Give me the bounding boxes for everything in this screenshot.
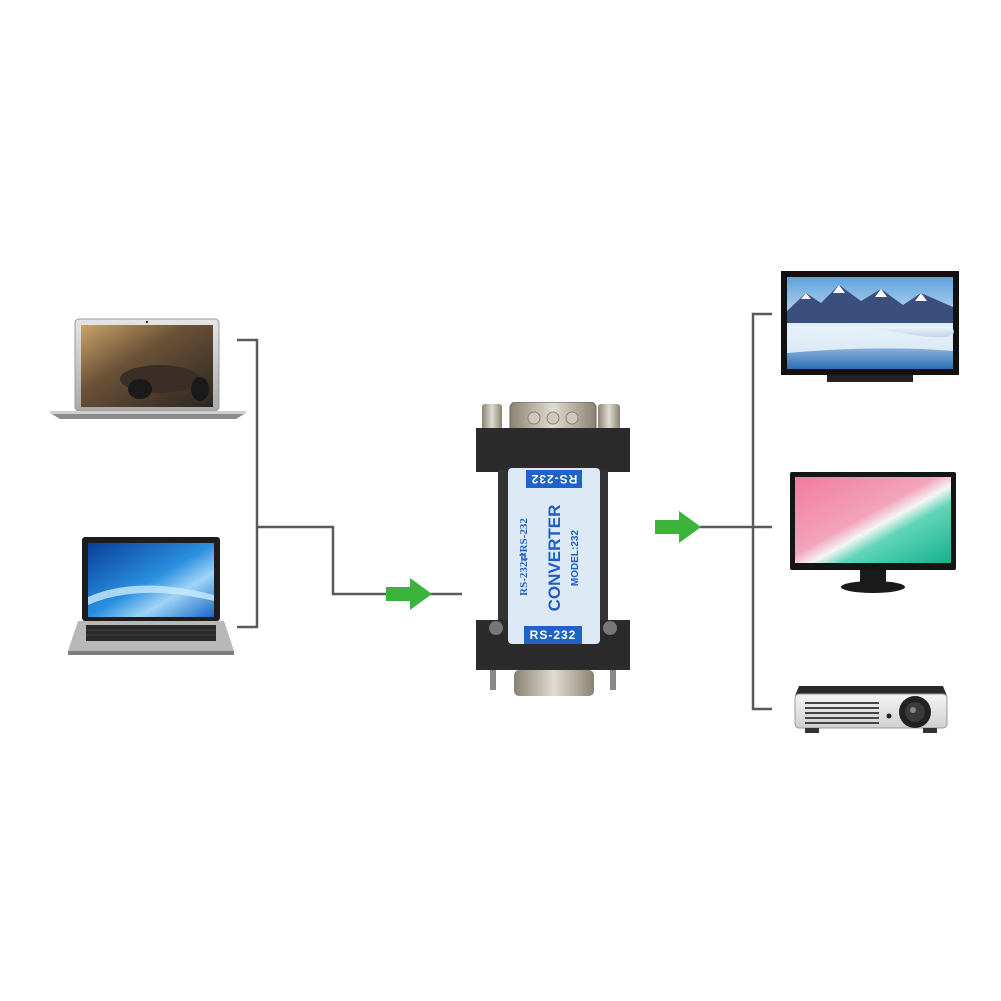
tv-illustration <box>781 271 959 385</box>
laptop-silver-illustration <box>50 317 246 421</box>
db9-connector-icon <box>476 402 630 696</box>
projector-icon <box>794 686 948 733</box>
label-subtitle: RS-232⇄RS-232 <box>518 518 530 596</box>
arrow-right-icon <box>386 578 432 610</box>
tv-icon <box>781 271 959 382</box>
rs232-converter-device: RS-232 RS-232⇄RS-232 CONVERTER MODEL:232… <box>474 402 634 696</box>
label-bottom-rs232: RS-232 <box>524 626 582 644</box>
laptop-icon <box>50 318 246 419</box>
arrow-right-icon <box>655 511 701 543</box>
monitor-illustration <box>790 472 956 594</box>
laptop-icon <box>68 537 234 655</box>
label-model: MODEL:232 <box>570 529 581 587</box>
monitor-icon <box>790 472 956 593</box>
projector-illustration <box>793 682 949 734</box>
label-title-converter: CONVERTER <box>545 504 564 612</box>
laptop-black-illustration <box>68 535 234 657</box>
label-top-rs232: RS-232 <box>526 470 582 488</box>
